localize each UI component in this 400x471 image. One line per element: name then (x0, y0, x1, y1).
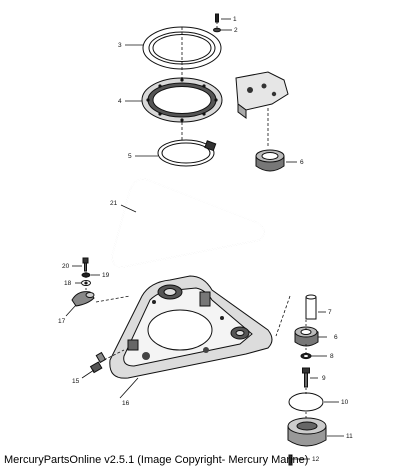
callout-11: 11 (346, 433, 353, 440)
housing-plate-part-16 (109, 275, 273, 379)
shaft-part-7 (305, 294, 317, 320)
callout-1: 1 (233, 16, 237, 23)
callout-12: 12 (312, 456, 320, 463)
lever-part-17 (71, 291, 95, 307)
callout-6: 6 (300, 159, 304, 166)
bolt-part-9 (302, 367, 310, 388)
callout-16: 16 (122, 400, 130, 407)
bolted-ring-part-4 (141, 77, 223, 123)
drive-belt-part-21 (111, 178, 265, 268)
callout-8: 8 (330, 353, 334, 360)
callout-18: 18 (64, 280, 72, 287)
screw-part-1 (215, 13, 219, 29)
cap-part-6 (255, 149, 285, 172)
callout-20: 20 (62, 263, 70, 270)
callout-2: 2 (234, 27, 238, 34)
callout-10: 10 (341, 399, 349, 406)
o-ring-part-10 (288, 392, 324, 412)
nut-part-8 (300, 352, 312, 360)
callout-4: 4 (118, 98, 122, 105)
callout-7: 7 (328, 309, 332, 316)
callout-17: 17 (58, 318, 66, 325)
fitting-part-15 (89, 351, 107, 374)
callout-9: 9 (322, 375, 326, 382)
cover-part-11 (287, 417, 327, 447)
callout-5: 5 (128, 153, 132, 160)
callout-6-lower: 6 (334, 334, 338, 341)
callout-21: 21 (110, 200, 118, 207)
leader-lines (65, 18, 344, 460)
cap-part-6-lower (294, 326, 319, 347)
callout-19: 19 (102, 272, 110, 279)
bolt-part-20 (82, 257, 89, 272)
bracket-housing (235, 71, 289, 146)
washer-part-2 (213, 27, 221, 33)
screw-part-12 (288, 454, 293, 466)
callout-15: 15 (72, 378, 80, 385)
copyright-footer: MercuryPartsOnline v2.5.1 (Image Copyrig… (4, 454, 309, 466)
callout-3: 3 (118, 42, 122, 49)
clamp-band-part-5 (157, 139, 217, 167)
